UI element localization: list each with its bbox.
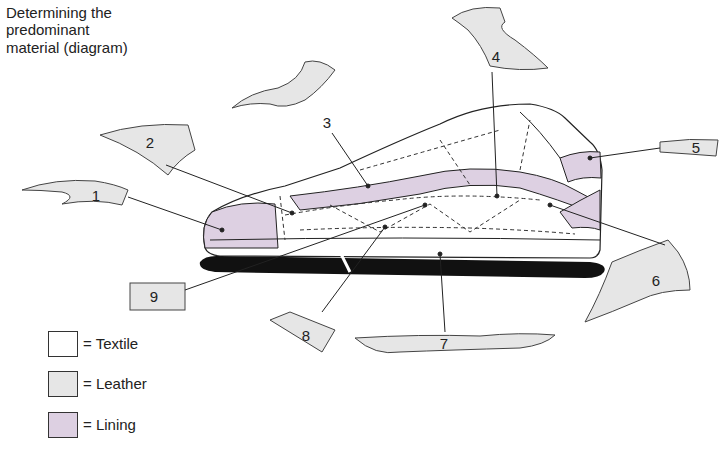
leader-lines xyxy=(128,72,665,332)
callout-number: 5 xyxy=(692,139,700,156)
legend-text: = Textile xyxy=(83,335,138,352)
callout-number: 9 xyxy=(150,288,158,305)
callout-number: 2 xyxy=(146,134,154,151)
legend-text: = Leather xyxy=(83,375,147,392)
shoe xyxy=(200,104,605,278)
legend-swatch xyxy=(48,412,78,438)
callout-number: 4 xyxy=(492,48,500,65)
legend-swatch xyxy=(48,331,78,357)
diagram-title: Determining the predominant material (di… xyxy=(6,4,146,56)
callout-number: 7 xyxy=(440,335,448,352)
legend-swatch xyxy=(48,371,78,397)
callout-number: 6 xyxy=(652,272,660,289)
legend-text: = Lining xyxy=(83,416,136,433)
callout-number: 3 xyxy=(323,114,331,131)
callout-number: 1 xyxy=(92,187,100,204)
callout-number: 8 xyxy=(302,327,310,344)
pattern-pieces xyxy=(22,7,718,352)
